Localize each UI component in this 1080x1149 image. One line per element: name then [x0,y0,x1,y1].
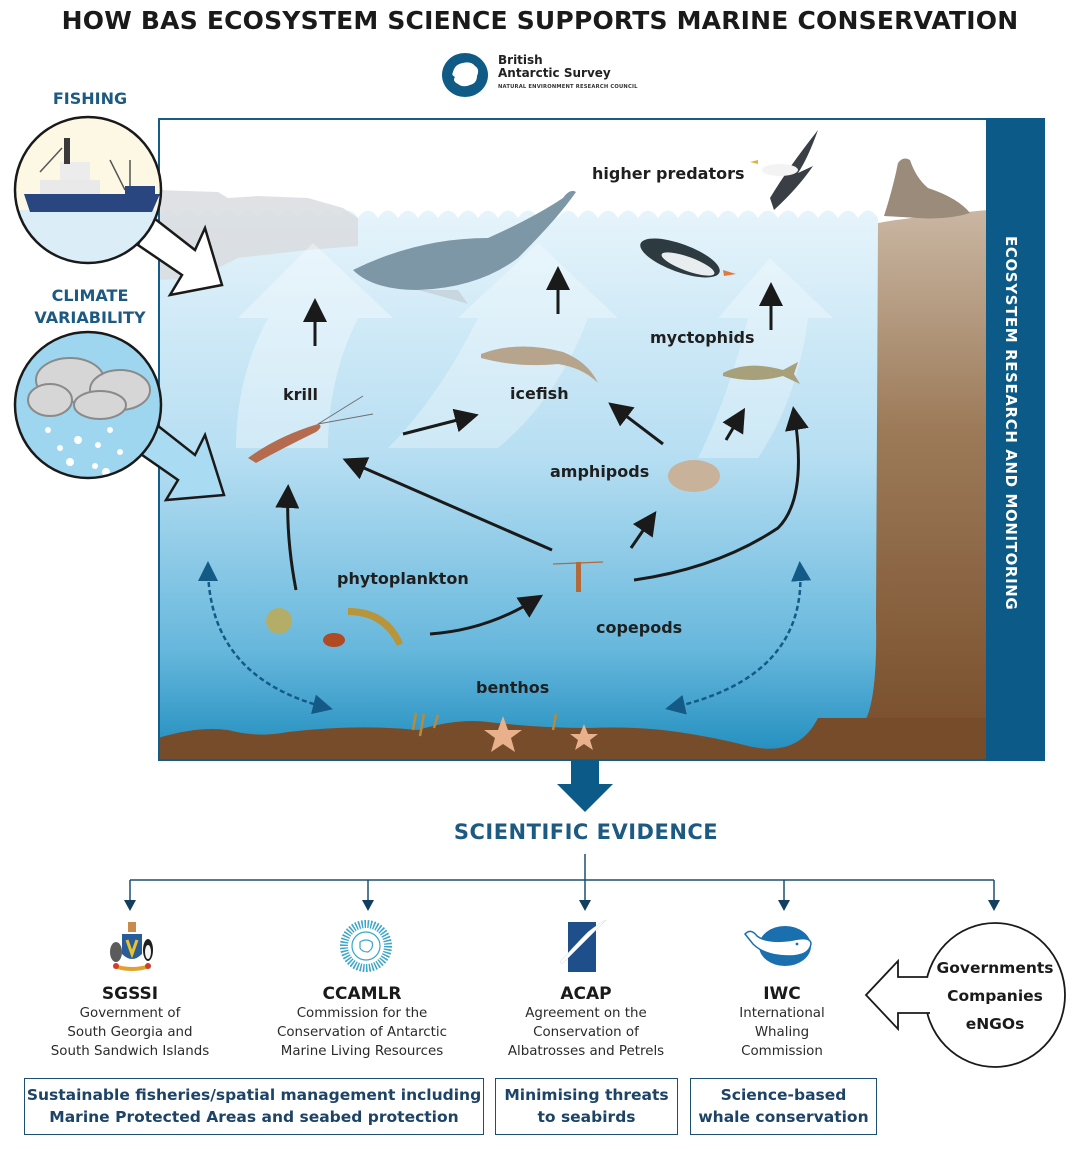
coastal-cliff [858,210,988,759]
myctophid-icon [723,362,800,384]
whale-icon [353,190,576,304]
arrow-krill-to-icefish [402,408,479,436]
logo-line-1: British [498,53,543,67]
driver-graphics [13,115,226,502]
seabed [160,718,988,759]
climate-label-line-2: VARIABILITY [34,308,146,327]
outcome-line: Minimising threats [504,1086,669,1104]
stakeholder-companies: Companies [947,987,1043,1005]
ccamlr-circle-icon [340,920,392,972]
food-web-arrows [198,266,812,715]
org-desc-line: Marine Living Resources [280,1044,444,1059]
albatross-flag-icon [559,919,607,972]
org-desc-line: Commission [741,1044,823,1059]
outcome-line: Sustainable fisheries/spatial management… [26,1086,482,1104]
dashed-arrow-benthic-pelagic-right [665,561,812,715]
whale-icon [743,926,812,966]
org-acap: ACAP Agreement on the Conservation of Al… [471,984,701,1061]
label-icefish: icefish [510,384,569,403]
coat-of-arms-icon [110,922,153,971]
outcome-line: whale conservation [698,1108,869,1126]
distribution-tree [124,854,1000,911]
logo-line-2: Antarctic Survey [498,66,611,80]
outcome-line: Science-based [720,1086,847,1104]
climate-label-line-1: CLIMATE [51,286,129,305]
arrow-phytoplankton-to-copepods [429,594,544,636]
org-acronym: SGSSI [101,984,159,1004]
outcome-seabirds: Minimising threats to seabirds [495,1078,678,1135]
stakeholders-list: Governments Companies eNGOs [924,954,1066,1038]
org-acronym: IWC [763,984,801,1004]
org-desc-line: Albatrosses and Petrels [507,1044,665,1059]
copepod-icon [552,561,604,592]
arrow-amphipods-to-myctophids [722,407,746,441]
org-ccamlr: CCAMLR Commission for the Conservation o… [247,984,477,1061]
ecosystem-scene [160,130,988,759]
scientific-evidence-label: SCIENTIFIC EVIDENCE [453,820,719,844]
stakeholder-engos: eNGOs [965,1015,1025,1033]
benthos-icon [411,712,598,752]
org-desc-line: Whaling [754,1025,810,1040]
research-monitoring-panel [986,118,1045,761]
label-krill: krill [283,385,318,404]
org-desc-line: South Sandwich Islands [50,1044,210,1059]
arrow-copepods-to-krill [342,457,553,552]
org-iwc: IWC International Whaling Commission [667,984,897,1061]
down-arrow-icon [557,760,613,812]
albatross-icon [750,130,818,210]
org-acronym: CCAMLR [322,984,402,1004]
stakeholder-graphics [864,922,1066,1068]
label-phytoplankton: phytoplankton [337,569,469,588]
stakeholder-arrow [864,958,930,1032]
fishing-arrow [136,212,224,297]
fishing-label: FISHING [52,89,128,108]
outcome-whale-conservation: Science-based whale conservation [690,1078,877,1135]
penguin-icon [640,238,736,278]
logo-council: NATURAL ENVIRONMENT RESEARCH COUNCIL [498,84,638,90]
ecosystem-frame: higher predators krill icefish myctophid… [158,118,1045,761]
label-benthos: benthos [476,678,550,697]
label-copepods: copepods [596,618,683,637]
dashed-arrow-benthic-pelagic-left [198,561,333,715]
org-desc-line: Commission for the [296,1006,428,1021]
org-desc-line: Agreement on the [525,1006,647,1021]
climate-variability-label: CLIMATE VARIABILITY [20,285,160,329]
org-desc-line: Conservation of [533,1025,639,1040]
outcome-line: Marine Protected Areas and seabed protec… [49,1108,459,1126]
arrow-copepods-to-amphipods [629,511,657,549]
research-monitoring-label: ECOSYSTEM RESEARCH AND MONITORING [1002,236,1020,611]
org-acronym: ACAP [560,984,612,1004]
org-desc-line: Conservation of Antarctic [277,1025,447,1040]
org-desc-line: South Georgia and [67,1025,193,1040]
icefish-icon [481,346,598,383]
krill-icon [248,395,374,463]
stakeholder-governments: Governments [936,959,1054,977]
org-desc-line: International [739,1006,825,1021]
amphipod-icon [668,460,720,492]
org-sgssi: SGSSI Government of South Georgia and So… [15,984,245,1061]
outcome-line: to seabirds [537,1108,636,1126]
page-title: HOW BAS ECOSYSTEM SCIENCE SUPPORTS MARIN… [61,6,1019,35]
fur-seal-icon [884,158,970,219]
label-amphipods: amphipods [550,462,650,481]
upwelling-arrow-2 [388,243,618,448]
outcome-fisheries-management: Sustainable fisheries/spatial management… [24,1078,484,1135]
antarctica-globe-icon [442,53,488,97]
snow-cloud-icon [15,332,161,478]
bas-logo-name: British Antarctic Survey [498,54,611,80]
arrow-amphipods-to-icefish [608,402,664,446]
fishing-vessel-icon [15,117,161,263]
label-myctophids: myctophids [650,328,755,347]
org-desc-line: Government of [79,1006,181,1021]
label-higher-predators: higher predators [592,164,745,183]
